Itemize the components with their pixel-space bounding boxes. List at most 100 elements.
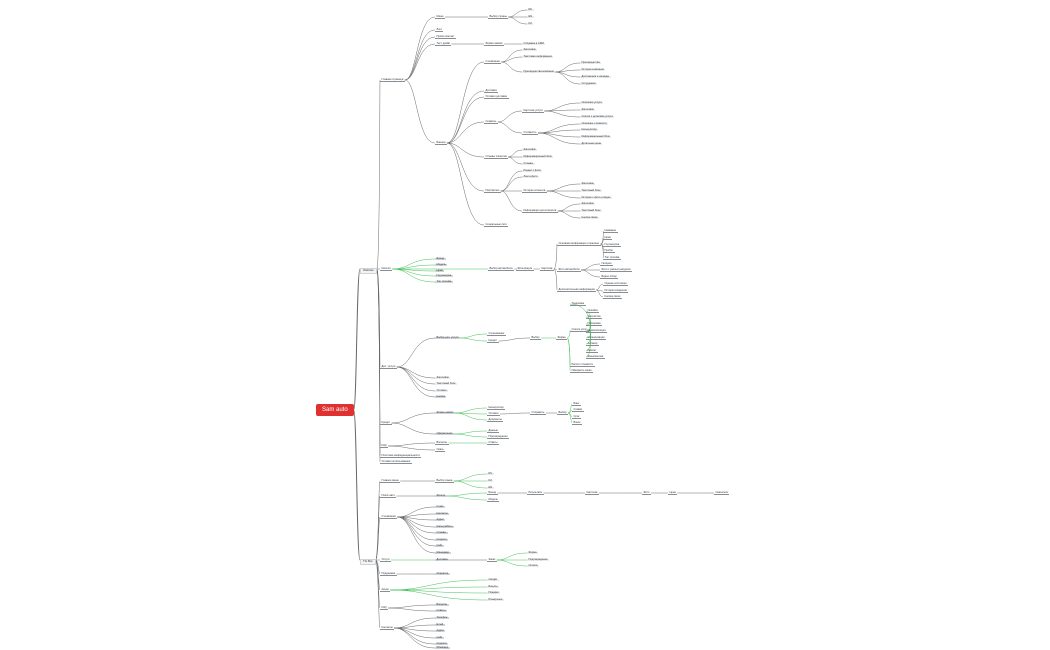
node-ce1[interactable]: Оценка состояния bbox=[603, 281, 629, 287]
node-ce2[interactable]: История владения bbox=[603, 288, 629, 294]
node-tab5[interactable]: Отзывы bbox=[435, 530, 448, 535]
node-tg-menu[interactable]: Главное меню bbox=[380, 478, 401, 484]
node-tc1[interactable]: Телефон bbox=[435, 615, 449, 620]
node-add-sel[interactable]: Выбор bbox=[530, 335, 541, 341]
node-add-title[interactable]: Заголовок bbox=[435, 375, 451, 380]
node-adv3[interactable]: Достижения и награды bbox=[580, 74, 611, 79]
node-tpr1[interactable]: Скидки bbox=[487, 577, 499, 582]
node-credit[interactable]: Кредит bbox=[380, 420, 392, 426]
node-tg-ru[interactable]: RU bbox=[487, 471, 494, 476]
node-delivery[interactable]: Доставка bbox=[484, 88, 499, 94]
node-about-title[interactable]: Заголовок bbox=[522, 47, 538, 52]
node-to2[interactable]: Подтверждение bbox=[527, 557, 550, 562]
node-car-info[interactable]: Основная информация о машине bbox=[557, 241, 601, 247]
node-tab7[interactable]: Сайт bbox=[435, 543, 444, 548]
node-add-choose[interactable]: Выбор доп. услуги bbox=[435, 335, 461, 340]
node-cs4[interactable]: Взнос bbox=[572, 420, 583, 426]
node-pf-stories[interactable]: Истории клиентов bbox=[522, 188, 547, 194]
node-tg-kz[interactable]: KZ bbox=[487, 478, 494, 483]
node-tg-contacts[interactable]: Контакты bbox=[380, 625, 395, 631]
node-tc6[interactable]: Whatsapp bbox=[435, 645, 450, 650]
node-credit-calc[interactable]: Калькулятор bbox=[487, 405, 506, 411]
node-cat-brand[interactable]: Бренд bbox=[435, 256, 446, 261]
node-ci5[interactable]: Тип топлива bbox=[603, 255, 621, 261]
node-tc5[interactable]: Соцсети bbox=[435, 641, 449, 646]
node-add-btn[interactable]: Кнопка bbox=[435, 394, 447, 399]
node-srv3[interactable]: Список с деталями услуги bbox=[580, 114, 615, 119]
node-tpr2[interactable]: Бонусы bbox=[487, 584, 500, 589]
node-tpr3[interactable]: Подарки bbox=[487, 590, 501, 595]
node-srv2[interactable]: Заголовок bbox=[580, 107, 596, 112]
node-credit-order[interactable]: Оформление bbox=[435, 431, 455, 436]
node-ci3[interactable]: Год выпуска bbox=[603, 242, 621, 248]
node-tpr4[interactable]: Розыгрыши bbox=[487, 597, 504, 602]
node-faq-q[interactable]: Вопросы bbox=[435, 440, 449, 446]
node-al3[interactable]: Химчистка bbox=[586, 314, 602, 320]
node-al4[interactable]: Полировка bbox=[586, 321, 603, 327]
node-rev1[interactable]: Заголовок bbox=[522, 147, 538, 152]
node-tg-faq[interactable]: FAQ bbox=[380, 605, 389, 611]
node-al2[interactable]: Оклейка bbox=[586, 308, 600, 314]
node-add-order[interactable]: Оформить заказ bbox=[570, 368, 593, 374]
node-tab1[interactable]: О нас bbox=[435, 504, 445, 509]
node-cat-select[interactable]: Выбор автомобиля bbox=[488, 266, 515, 272]
node-cat-item[interactable]: Карточка bbox=[540, 266, 554, 272]
node-tab6[interactable]: Соцсети bbox=[435, 537, 449, 542]
node-pf3[interactable]: Заголовок bbox=[580, 181, 596, 186]
node-srv5[interactable]: Калькулятор bbox=[580, 127, 599, 132]
node-add-form[interactable]: Форма bbox=[556, 335, 568, 341]
node-contacts[interactable]: Промо контакт bbox=[435, 34, 456, 40]
node-srv1[interactable]: Описание услуги bbox=[580, 100, 604, 105]
node-add-calc[interactable]: Расчёт стоимости bbox=[570, 362, 595, 368]
node-pf2[interactable]: Лента фото bbox=[522, 174, 540, 179]
node-tab2[interactable]: Контакты bbox=[435, 511, 450, 516]
node-credit-send[interactable]: Отправить bbox=[530, 410, 546, 416]
node-terms[interactable]: Условия использования bbox=[380, 459, 412, 465]
node-tc2[interactable]: Email bbox=[435, 622, 445, 627]
node-tg-result[interactable]: Результаты bbox=[527, 490, 544, 496]
node-cp3[interactable]: Видео обзор bbox=[600, 274, 619, 280]
node-website[interactable]: Website bbox=[360, 267, 377, 274]
node-menu-search-en[interactable]: EN bbox=[527, 14, 534, 19]
node-tab8[interactable]: Менеджер bbox=[435, 550, 451, 555]
node-al1[interactable]: Тонировка bbox=[570, 301, 586, 307]
node-cat-filter[interactable]: Фильтрация bbox=[516, 266, 534, 272]
node-al8[interactable]: Ремонт bbox=[586, 348, 598, 354]
node-tab3[interactable]: Адрес bbox=[435, 517, 446, 522]
node-tg-en[interactable]: EN bbox=[487, 485, 494, 490]
node-about-adv[interactable]: Преимущества компании bbox=[522, 69, 556, 74]
node-srv7[interactable]: Детальная цена bbox=[580, 141, 603, 146]
node-test-drive-crm[interactable]: Отправка в CRM bbox=[522, 41, 546, 46]
node-rev2[interactable]: Информационный блок bbox=[522, 154, 554, 159]
node-portfolio[interactable]: Портфолио bbox=[484, 188, 501, 194]
node-cat-year[interactable]: Год выпуска bbox=[435, 273, 453, 278]
node-add-text[interactable]: Текстовый блок bbox=[435, 381, 457, 386]
node-add-list[interactable]: Список услуг bbox=[570, 327, 589, 333]
node-add-cred[interactable]: Кредит bbox=[487, 338, 499, 344]
node-tab4[interactable]: Часы работы bbox=[435, 524, 454, 529]
node-car-extra[interactable]: Дополнительная информация bbox=[557, 287, 597, 293]
node-car-photo[interactable]: Фото автомобиля bbox=[557, 267, 582, 273]
node-catalog[interactable]: Каталог bbox=[380, 266, 393, 272]
node-tg-search-filter[interactable]: Фильтр bbox=[435, 493, 447, 498]
node-cs2[interactable]: Ставка bbox=[572, 407, 584, 413]
node-tg-search[interactable]: Поиск авто bbox=[380, 493, 397, 499]
node-faq-a[interactable]: Ответы bbox=[487, 440, 499, 446]
node-tr4[interactable]: Связаться bbox=[714, 490, 730, 496]
node-cp1[interactable]: Галерея bbox=[600, 261, 613, 267]
node-cp2[interactable]: Фото с разных ракурсов bbox=[600, 267, 632, 273]
node-menu[interactable]: Меню bbox=[435, 14, 446, 20]
node-al6[interactable]: Сигнализация bbox=[586, 335, 607, 341]
node-credit-sel[interactable]: Выбор bbox=[557, 410, 568, 416]
node-pf6[interactable]: Заголовок bbox=[580, 201, 596, 206]
node-cat-fuel[interactable]: Тип топлива bbox=[435, 279, 453, 284]
node-reviews[interactable]: Отзывы клиентов bbox=[484, 154, 509, 160]
node-test-drive[interactable]: Тест драйв bbox=[435, 41, 452, 47]
node-root[interactable]: Sam auto bbox=[316, 404, 354, 417]
node-tg-lang[interactable]: Выбор языка bbox=[435, 478, 454, 484]
node-social[interactable]: Социальные сети bbox=[484, 222, 509, 228]
node-faq[interactable]: FAQ bbox=[380, 443, 389, 449]
node-home[interactable]: Главная страница bbox=[380, 77, 405, 83]
node-ts2[interactable]: Модель bbox=[487, 497, 500, 503]
node-add-conditions[interactable]: Условия bbox=[435, 388, 448, 393]
